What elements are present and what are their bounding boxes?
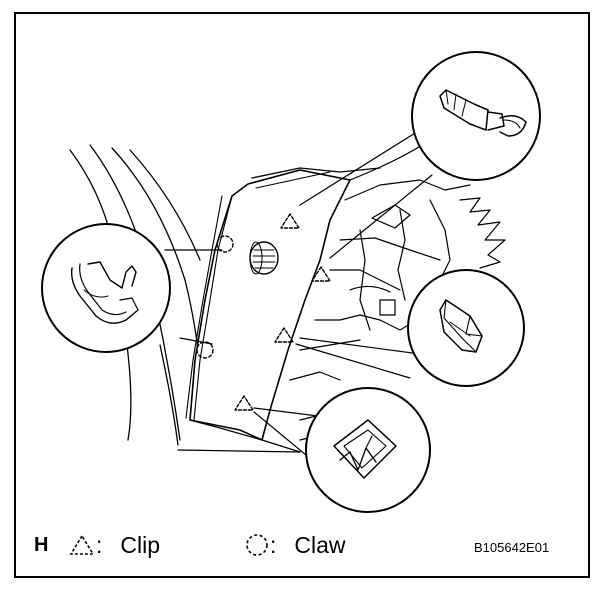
clip-marker — [234, 395, 254, 411]
clip-detail-callout-2 — [407, 269, 525, 387]
clip-marker — [280, 213, 300, 229]
body-structure — [289, 139, 506, 441]
clip-marker — [311, 266, 331, 282]
claw-markers — [196, 235, 234, 359]
claw-detail-callout — [41, 223, 171, 353]
legend-separator: : — [96, 531, 103, 558]
circle-dashed-icon — [246, 534, 268, 556]
legend-clip-label: Clip — [120, 531, 161, 558]
legend-clip: : Clip — [68, 530, 160, 560]
legend-claw-label: Claw — [294, 531, 346, 558]
clip-detail-callout-1 — [411, 51, 541, 181]
clip-markers — [234, 213, 331, 411]
reference-code: B105642E01 — [474, 540, 550, 555]
claw-marker — [196, 341, 214, 359]
legend-claw: : Claw — [244, 530, 346, 560]
clip-marker — [274, 327, 294, 343]
view-letter: H — [34, 533, 49, 556]
clip-detail-callout-3 — [305, 387, 431, 513]
legend-separator: : — [270, 531, 277, 558]
panel-knob — [249, 241, 279, 275]
leader-lines — [164, 129, 433, 461]
triangle-dashed-icon — [69, 534, 95, 555]
claw-marker — [216, 235, 234, 253]
